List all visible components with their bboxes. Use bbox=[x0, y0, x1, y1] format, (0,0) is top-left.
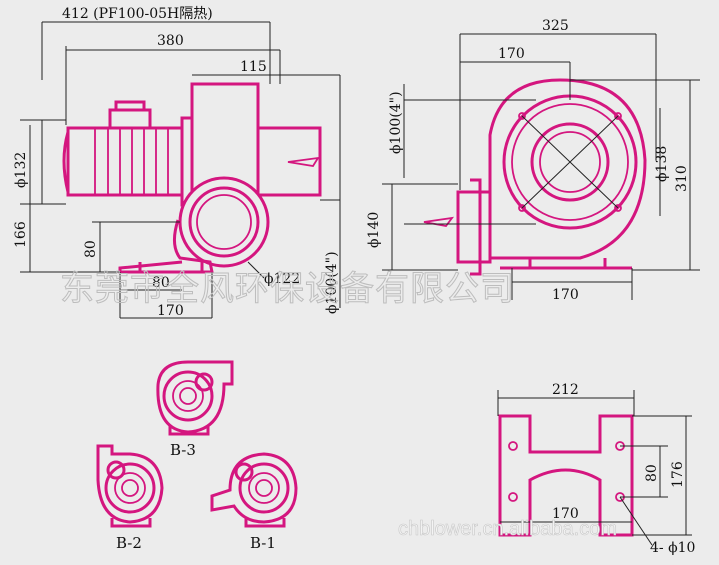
dim-width-170: 170 bbox=[498, 46, 525, 62]
dim-height-166: 166 bbox=[13, 221, 29, 248]
side-base-feet bbox=[138, 262, 204, 272]
watermark-site: chblower.cn.alibaba.com bbox=[398, 518, 617, 540]
dim-inner-dia: ϕ138 bbox=[654, 146, 670, 182]
dim-motor-dia: ϕ132 bbox=[13, 152, 29, 188]
dim-side-outlet-dia: ϕ100(4") bbox=[324, 251, 340, 314]
side-base bbox=[118, 219, 214, 274]
base-plate-outline bbox=[498, 414, 634, 537]
dim-plate-170: 170 bbox=[552, 506, 579, 522]
motor-body bbox=[66, 126, 184, 197]
dim-outlet-115: 115 bbox=[240, 59, 267, 75]
front-outlet-flange bbox=[456, 178, 492, 276]
dim-width-325: 325 bbox=[542, 18, 569, 34]
variant-b3-label: B-3 bbox=[170, 441, 196, 459]
front-inlet-outer bbox=[530, 122, 610, 202]
dim-length-380: 380 bbox=[157, 33, 184, 49]
dim-base-170: 170 bbox=[157, 303, 184, 319]
terminal-box bbox=[108, 100, 152, 130]
dim-front-outlet-dia: ϕ100(4") bbox=[388, 91, 404, 154]
dim-inlet-dia: ϕ122 bbox=[264, 271, 300, 287]
front-volute bbox=[488, 78, 647, 260]
motor-fins bbox=[94, 128, 169, 195]
variant-b2-label: B-2 bbox=[116, 534, 142, 552]
watermark-company: 东莞市全风环保设备有限公司 bbox=[60, 269, 515, 309]
dim-center-80: 80 bbox=[83, 240, 99, 258]
variant-b3 bbox=[156, 360, 234, 436]
front-outlet-arrow bbox=[423, 216, 455, 227]
side-inlet-outer bbox=[178, 176, 270, 268]
side-inlet-inner bbox=[196, 194, 252, 250]
dim-flange-dia: ϕ140 bbox=[366, 212, 382, 248]
front-inlet-inner bbox=[539, 131, 601, 193]
motor-end-cap bbox=[62, 131, 70, 193]
front-dimensions bbox=[382, 33, 700, 300]
base-plate-dimensions bbox=[497, 390, 692, 546]
variant-b1-label: B-1 bbox=[250, 534, 276, 552]
dim-base-80: 80 bbox=[152, 275, 170, 291]
dim-plate-holes: 4- ϕ10 bbox=[650, 540, 695, 556]
side-dimensions bbox=[20, 21, 341, 319]
dim-height-310: 310 bbox=[674, 165, 690, 192]
variant-b1 bbox=[210, 452, 298, 528]
dim-front-base-170: 170 bbox=[552, 287, 579, 303]
dim-plate-212: 212 bbox=[552, 382, 579, 398]
dim-plate-80: 80 bbox=[644, 464, 660, 482]
dim-overall-length: 412 (PF100-05H隔热) bbox=[62, 6, 213, 22]
side-inlet-ring bbox=[188, 186, 260, 258]
front-bolts bbox=[518, 112, 622, 212]
variant-b2 bbox=[96, 444, 164, 528]
side-view bbox=[62, 82, 322, 274]
front-view bbox=[423, 78, 647, 276]
front-base bbox=[500, 258, 632, 270]
front-housing-inner bbox=[511, 103, 629, 221]
side-outlet-pipe bbox=[258, 126, 322, 197]
outlet-arrow bbox=[287, 156, 320, 167]
dim-plate-176: 176 bbox=[670, 461, 686, 488]
